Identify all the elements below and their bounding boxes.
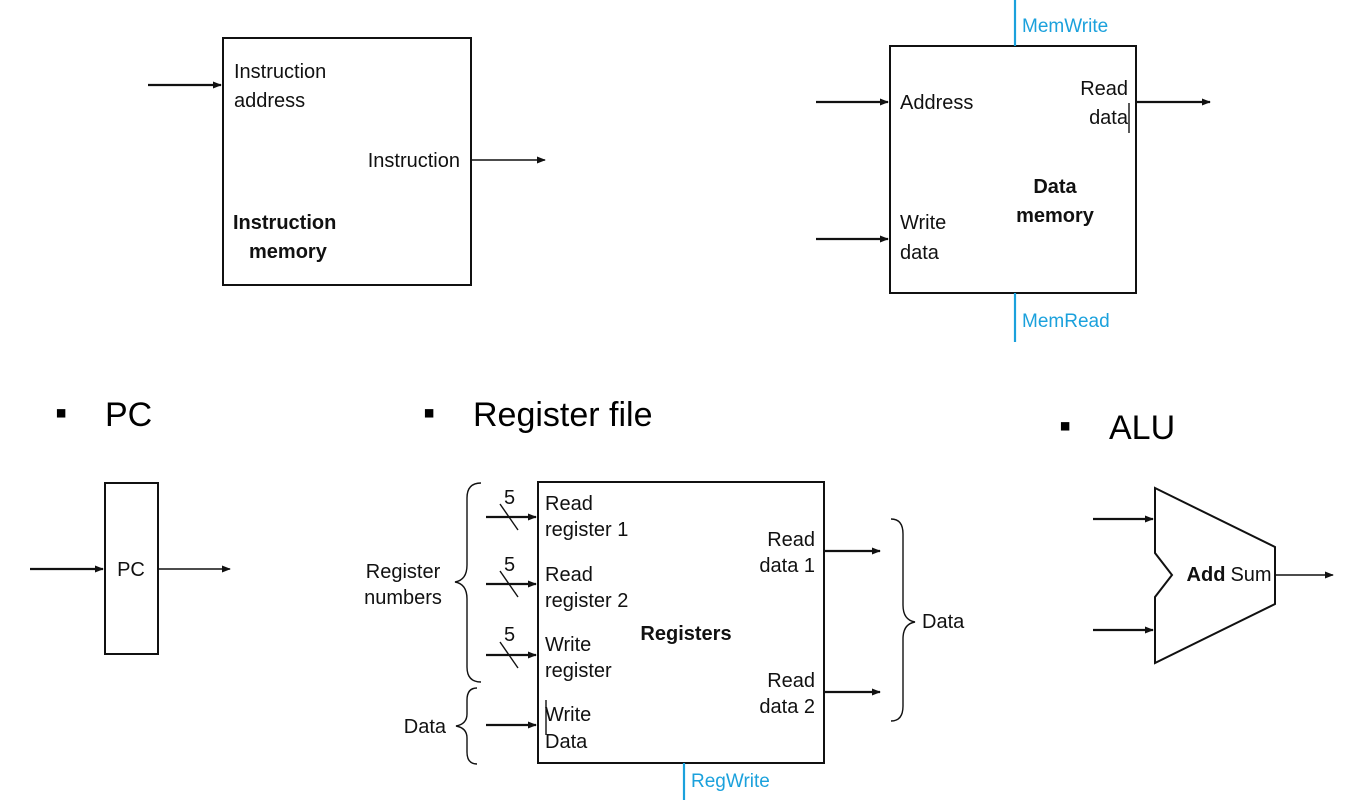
instruction-address-label-2: address (234, 90, 305, 112)
write-data-label: Write (545, 704, 591, 726)
bus-slash-3 (499, 641, 519, 669)
data-memory-title: Data (1033, 176, 1077, 198)
instruction-memory-title-2: memory (249, 241, 328, 263)
register-file-box (537, 481, 825, 764)
bullet-icon: ▪ (55, 394, 67, 432)
pc-block: PC (30, 482, 231, 655)
data-out-label: Data (922, 611, 965, 633)
register-file-block: RegWrite 5 5 5 Read register 1 Read regi… (364, 481, 965, 800)
read-register-1-label: Read (545, 493, 593, 515)
instruction-memory-box (222, 37, 472, 286)
read-data-label-2: data (1089, 107, 1129, 129)
write-data-label-2: data (900, 242, 940, 264)
regwrite-label: RegWrite (691, 771, 770, 792)
pc-label: PC (117, 559, 145, 581)
bullet-icon: ▪ (1059, 407, 1071, 445)
section-heading-pc: ▪ PC (55, 394, 152, 434)
memread-label: MemRead (1022, 311, 1110, 332)
register-numbers-label: Register (366, 561, 441, 583)
section-title-register-file: Register file (473, 396, 653, 434)
alu-body (1154, 486, 1276, 665)
data-memory-box (889, 45, 1137, 294)
read-data-2-label-2: data 2 (759, 696, 815, 718)
data-memory-block: MemWrite MemRead Address Read data Write… (816, 0, 1211, 342)
section-heading-alu: ▪ ALU (1059, 407, 1175, 447)
read-register-2-label: Read (545, 564, 593, 586)
register-numbers-brace (454, 482, 482, 683)
read-data-1-label: Read (767, 529, 815, 551)
read-register-2-label-2: register 2 (545, 590, 628, 612)
write-data-label: Write (900, 212, 946, 234)
read-data-1-label-2: data 1 (759, 555, 815, 577)
write-register-label: Write (545, 634, 591, 656)
bus-width-3: 5 (504, 624, 515, 646)
write-data-label-2: Data (545, 731, 588, 753)
read-data-2-label: Read (767, 670, 815, 692)
alu-sum-label: Sum (1230, 564, 1271, 586)
data-in-label: Data (404, 716, 447, 738)
instruction-address-label: Instruction (234, 61, 326, 83)
register-numbers-label-2: numbers (364, 587, 442, 609)
registers-title: Registers (640, 623, 731, 645)
read-data-label: Read (1080, 78, 1128, 100)
bus-slash-1 (499, 503, 519, 531)
section-title-alu: ALU (1109, 409, 1175, 447)
bullet-icon: ▪ (423, 394, 435, 432)
read-register-1-label-2: register 1 (545, 519, 628, 541)
bus-width-1: 5 (504, 487, 515, 509)
bus-width-2: 5 (504, 554, 515, 576)
alu-block: Add Sum (1093, 486, 1334, 665)
data-address-label: Address (900, 92, 973, 114)
alu-op-label: Add (1187, 564, 1226, 586)
memwrite-label: MemWrite (1022, 16, 1108, 37)
instruction-output-label: Instruction (368, 150, 460, 172)
write-register-label-2: register (545, 660, 612, 682)
section-heading-register-file: ▪ Register file (423, 394, 653, 434)
section-title-pc: PC (105, 396, 152, 434)
data-memory-title-2: memory (1016, 205, 1095, 227)
instruction-memory-title: Instruction (233, 212, 336, 234)
bus-slash-2 (499, 570, 519, 598)
data-out-brace (890, 518, 916, 722)
data-in-brace (455, 687, 478, 765)
instruction-memory-block: Instruction address Instruction Instruct… (148, 37, 546, 286)
